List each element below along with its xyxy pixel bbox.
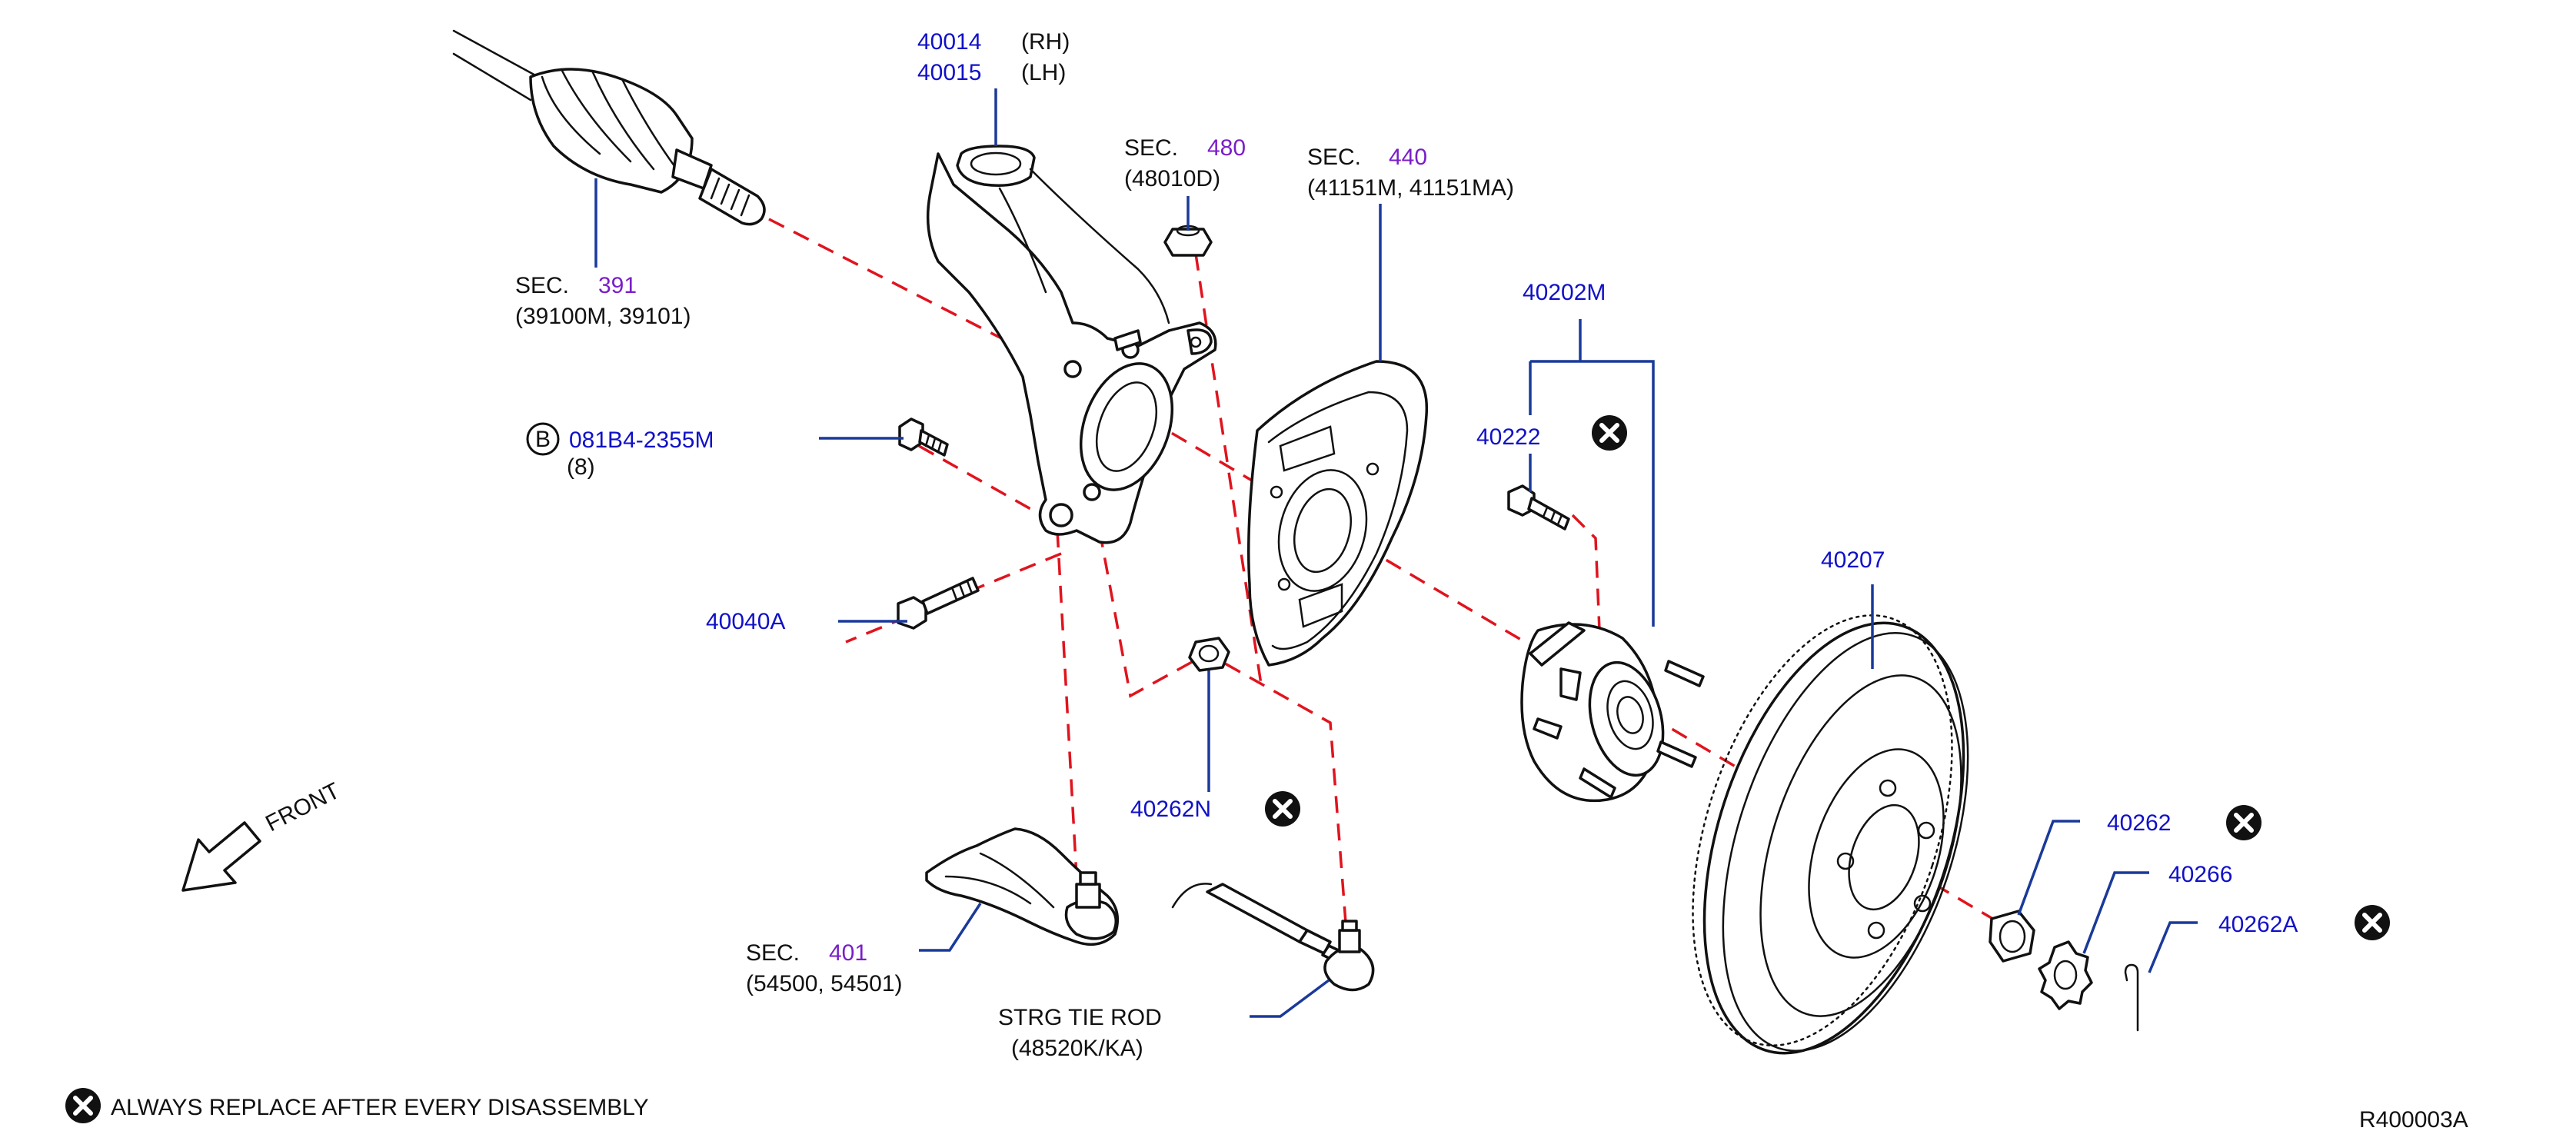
callout-hub-nut: 40262	[2107, 805, 2261, 840]
cotter-pin-illustration	[2124, 963, 2139, 1032]
callout-cotter-pin: 40262A	[2218, 905, 2390, 940]
replace-icon	[65, 1088, 101, 1123]
front-label: FRONT	[261, 778, 344, 837]
rotor-part-number: 40207	[1821, 547, 1885, 573]
callout-bolt-40040a: 40040A	[706, 609, 785, 634]
callout-knuckle: 40014 (RH) 40015 (LH)	[917, 29, 1070, 85]
callout-tie-rod: STRG TIE ROD (48520K/KA)	[998, 1005, 1162, 1061]
bolt-40040a-part-number: 40040A	[706, 609, 785, 634]
callout-nut-480: SEC. 480 (48010D)	[1124, 135, 1246, 191]
nut-40262n-illustration	[1188, 637, 1230, 672]
bolt-b-badge-letter: B	[535, 427, 551, 452]
drive-shaft-illustration	[452, 29, 766, 226]
lower-arm-sec-prefix: SEC.	[746, 940, 800, 966]
knuckle-rh-part-number: 40014	[917, 29, 981, 55]
hub-nut-illustration	[1989, 910, 2035, 963]
hub-bearing-illustration	[1520, 621, 1705, 803]
lock-cap-illustration	[2038, 940, 2093, 1010]
steering-knuckle-illustration	[926, 145, 1217, 544]
legend-text: ALWAYS REPLACE AFTER EVERY DISASSEMBLY	[111, 1095, 649, 1120]
callout-lock-cap: 40266	[2168, 862, 2232, 887]
nut-40262n-part-number: 40262N	[1130, 797, 1211, 822]
tie-rod-parts: (48520K/KA)	[1011, 1036, 1143, 1061]
lower-arm-sec-number: 401	[829, 940, 867, 966]
baffle-sec-number: 440	[1389, 145, 1427, 170]
nut-480-parts: (48010D)	[1124, 166, 1220, 191]
baffle-sec-prefix: SEC.	[1307, 145, 1361, 170]
lower-arm-illustration	[925, 827, 1120, 946]
baffle-parts: (41151M, 41151MA)	[1307, 175, 1514, 201]
bolt-b-quantity: (8)	[567, 454, 595, 480]
bolt-b-badge	[526, 422, 560, 456]
tie-rod-illustration	[1171, 883, 1375, 992]
baffle-plate-illustration	[1247, 360, 1429, 667]
front-arrow-icon	[181, 821, 261, 892]
drive-shaft-sec-prefix: SEC.	[515, 273, 569, 298]
bolt-081b4-illustration	[898, 417, 949, 457]
knuckle-lh-part-number: 40015	[917, 60, 981, 85]
knuckle-lh-side: (LH)	[1021, 60, 1066, 85]
lower-arm-parts: (54500, 54501)	[746, 971, 903, 996]
knuckle-rh-side: (RH)	[1021, 29, 1070, 55]
tie-rod-name: STRG TIE ROD	[998, 1005, 1162, 1030]
replace-icon	[2355, 905, 2390, 940]
nut-sec-480-illustration	[1163, 225, 1213, 257]
replace-icon	[1592, 415, 1627, 451]
diagram-code: R400003A	[2359, 1107, 2468, 1133]
bolt-40040a-illustration	[897, 577, 980, 630]
callout-lower-arm: SEC. 401 (54500, 54501)	[746, 940, 903, 996]
callout-drive-shaft: SEC. 391 (39100M, 39101)	[515, 273, 691, 329]
hub-nut-part-number: 40262	[2107, 810, 2171, 836]
callout-hub: 40202M 40222	[1476, 280, 1627, 451]
bolt-40222-illustration	[1507, 484, 1570, 531]
callout-nut-40262n: 40262N	[1130, 791, 1300, 827]
hub-bolt-part-number: 40222	[1476, 424, 1540, 450]
callout-baffle: SEC. 440 (41151M, 41151MA)	[1307, 145, 1514, 201]
front-direction-indicator: FRONT	[181, 778, 344, 892]
drive-shaft-parts: (39100M, 39101)	[515, 304, 691, 329]
bolt-b-part-number: 081B4-2355M	[569, 427, 714, 453]
hub-assembly-part-number: 40202M	[1523, 280, 1606, 305]
replace-icon	[2226, 805, 2261, 840]
cotter-pin-part-number: 40262A	[2218, 912, 2298, 937]
nut-480-sec-number: 480	[1207, 135, 1246, 161]
drive-shaft-sec-number: 391	[598, 273, 637, 298]
leader-lines	[594, 88, 2198, 1018]
replace-icon	[1265, 791, 1300, 827]
callout-rotor: 40207	[1821, 547, 1885, 573]
callout-bolt-081b4: B 081B4-2355M (8)	[526, 422, 714, 480]
brake-rotor-illustration	[1692, 614, 1969, 1055]
lock-cap-part-number: 40266	[2168, 862, 2232, 887]
legend: ALWAYS REPLACE AFTER EVERY DISASSEMBLY	[65, 1088, 649, 1123]
nut-480-sec-prefix: SEC.	[1124, 135, 1178, 161]
